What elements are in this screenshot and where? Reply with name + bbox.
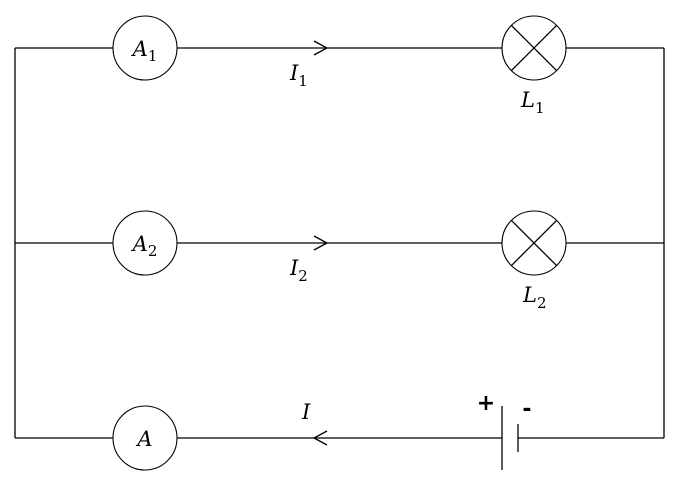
current-arrow-right-icon bbox=[313, 40, 329, 56]
branch-1: A1 I1 L1 bbox=[15, 15, 664, 117]
current-arrow-right-icon bbox=[313, 235, 329, 251]
branch-2: A2 I2 L2 bbox=[15, 210, 664, 312]
ammeter-a1 bbox=[112, 15, 178, 81]
lamp-l2-label: L2 bbox=[522, 283, 547, 312]
current-i2-label: I2 bbox=[289, 256, 308, 285]
lamp-l1 bbox=[501, 15, 567, 81]
ammeter-a2-label: A2 bbox=[131, 232, 158, 260]
lamp-l2-cross-b bbox=[510, 219, 558, 267]
battery-positive-sign: + bbox=[477, 391, 495, 416]
battery-icon bbox=[501, 406, 519, 470]
current-arrow-left-icon bbox=[312, 430, 328, 446]
battery-negative-sign: - bbox=[522, 397, 531, 422]
branch-main: A I + - bbox=[15, 391, 664, 471]
lamp-l1-label: L1 bbox=[520, 88, 545, 117]
ammeter-main-label: A bbox=[135, 427, 152, 451]
current-i1-label: I1 bbox=[289, 61, 308, 90]
ammeter-a2 bbox=[112, 210, 178, 276]
current-main-label: I bbox=[301, 400, 311, 424]
ammeter-main bbox=[112, 405, 178, 471]
lamp-l1-cross-b bbox=[510, 24, 558, 72]
ammeter-a1-label: A1 bbox=[131, 37, 158, 65]
lamp-l2 bbox=[501, 210, 567, 276]
